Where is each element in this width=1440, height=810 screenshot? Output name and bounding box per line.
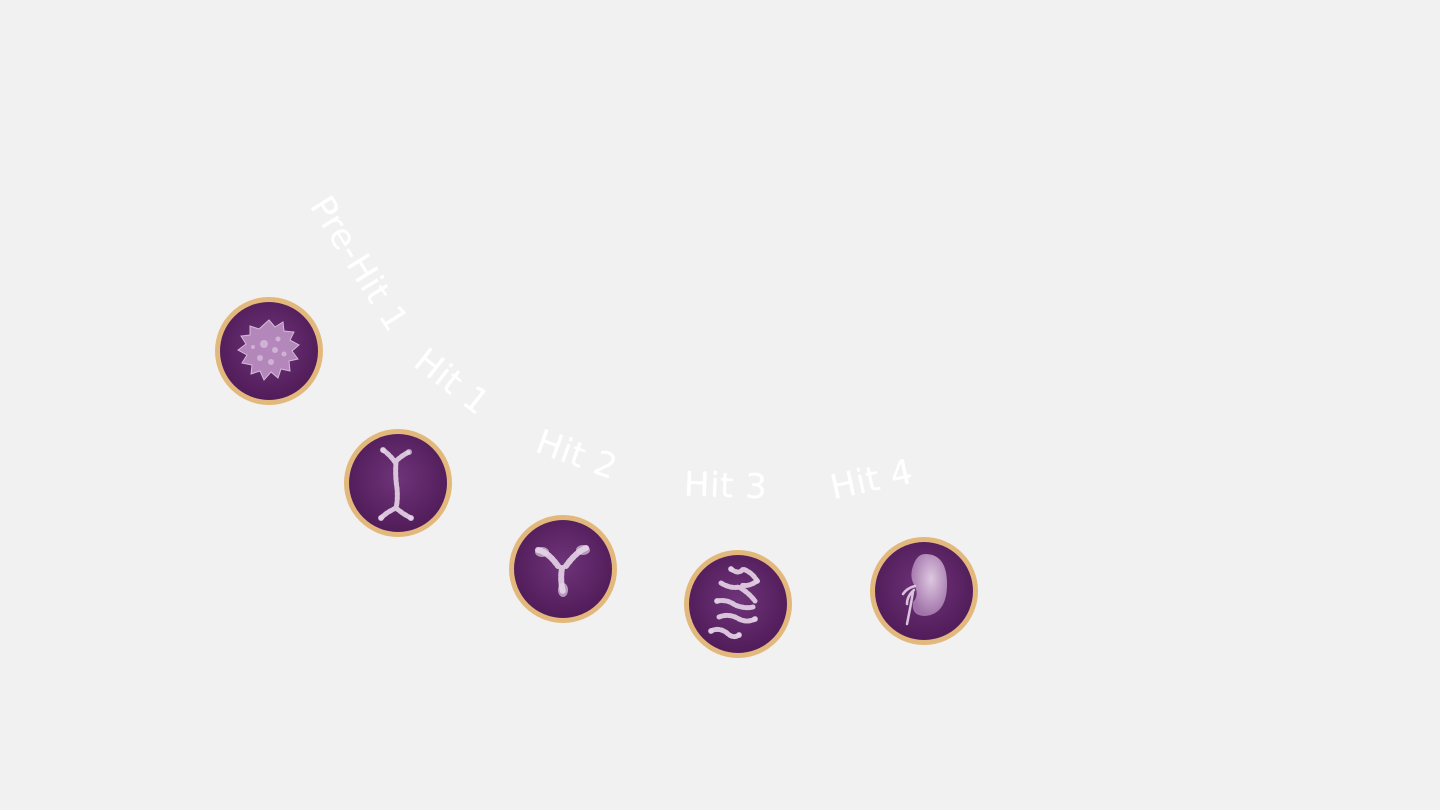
kidney-icon: [870, 537, 978, 645]
badge-hit-4: [867, 534, 981, 648]
cell-icon: [215, 297, 323, 405]
badge-hit-1: [341, 426, 455, 540]
label-hit-2: Hit 2: [530, 421, 623, 489]
badge-hit-2: [506, 512, 620, 626]
badge-hit-3: [681, 547, 795, 661]
immune-complex-icon: [684, 550, 792, 658]
badge-pre-hit-1: [212, 294, 326, 408]
label-hit-1: Hit 1: [406, 340, 497, 424]
long-molecule-icon: [344, 429, 452, 537]
label-hit-3: Hit 3: [683, 464, 768, 508]
antibody-icon: [509, 515, 617, 623]
label-hit-4: Hit 4: [826, 451, 917, 509]
